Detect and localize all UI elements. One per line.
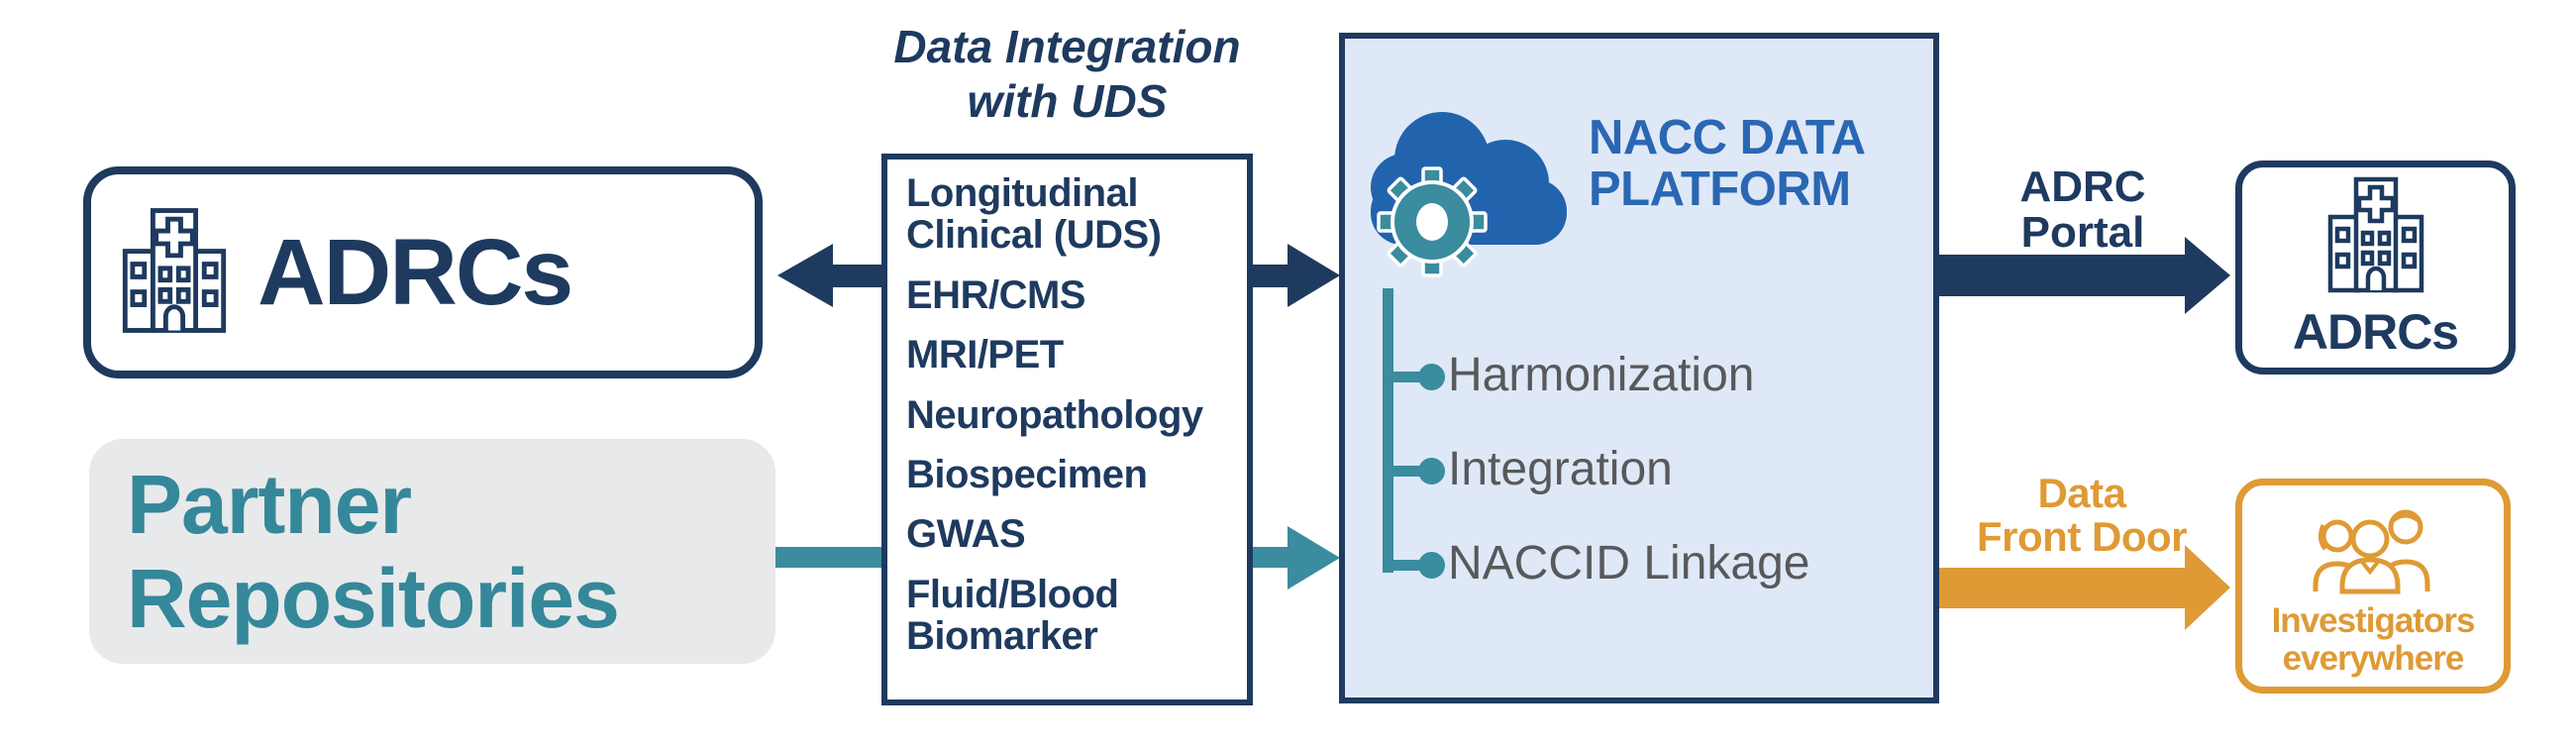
arrow-right-head-to-platform [1288,244,1340,307]
list-item: EHR/CMS [906,272,1085,317]
feature-label: NACCID Linkage [1448,537,1810,590]
front-door-label-line2: Front Door [1977,513,2187,561]
adrc-portal-label-line1: ADRC [2019,162,2146,211]
data-front-door-arrow-body [1937,568,2187,608]
data-front-door-arrow-head [2185,545,2230,630]
cloud-gear-icon [1363,88,1576,283]
adrcs-destination-box: ADRCs [2235,161,2516,375]
tree-branch [1383,372,1426,382]
data-front-door-label: Data Front Door [1933,470,2230,561]
bullet-dot [1418,458,1445,484]
data-types-list-box: Longitudinal Clinical (UDS) EHR/CMS MRI/… [881,154,1253,705]
adrc-portal-label-line2: Portal [2020,207,2145,257]
investigators-label-line1: Investigators [2271,600,2476,640]
adrcs-source-label: ADRCs [258,219,573,325]
arrow-left-head-to-adrcs [777,244,833,307]
adrc-portal-label: ADRC Portal [1937,164,2228,256]
data-integration-title: Data Integration with UDS [812,20,1322,129]
hospital-icon [121,205,228,341]
platform-title-line1: NACC DATA [1589,111,1866,164]
platform-title: NACC DATA PLATFORM [1589,111,1866,217]
feature-tree-line [1383,288,1393,573]
bullet-dot [1418,552,1445,579]
adrcs-source-box: ADRCs [83,166,763,378]
investigators-box: Investigators everywhere [2235,479,2511,694]
partner-label-line1: Partner [127,457,412,551]
list-item: Biospecimen [906,452,1148,496]
partner-repositories-box: Partner Repositories [89,439,775,664]
investigators-label-line2: everywhere [2282,639,2465,678]
platform-title-line2: PLATFORM [1589,162,1851,217]
hospital-icon [2326,175,2425,299]
feature-label: Harmonization [1448,349,1755,401]
list-item: Fluid/Blood Biomarker [906,572,1119,659]
front-door-label-line1: Data [2037,470,2126,516]
adrc-portal-arrow-head [2185,237,2230,314]
partner-arrow-head-to-platform [1288,526,1340,590]
nacc-data-platform-box: NACC DATA PLATFORM Harmonization Integra… [1339,33,1939,703]
partner-label-line2: Repositories [127,551,620,645]
title-line1: Data Integration [893,21,1241,72]
tree-branch [1383,560,1426,571]
title-line2: with UDS [967,75,1168,128]
list-item: GWAS [906,512,1026,557]
list-item: Neuropathology [906,392,1203,437]
list-item: Longitudinal Clinical (UDS) [906,171,1162,258]
bullet-dot [1418,364,1445,390]
adrc-portal-arrow-body [1937,255,2187,296]
tree-branch [1383,466,1426,477]
people-icon [2308,494,2438,602]
adrcs-destination-label: ADRCs [2292,303,2459,360]
feature-label: Integration [1448,443,1673,495]
list-item: MRI/PET [906,333,1064,377]
